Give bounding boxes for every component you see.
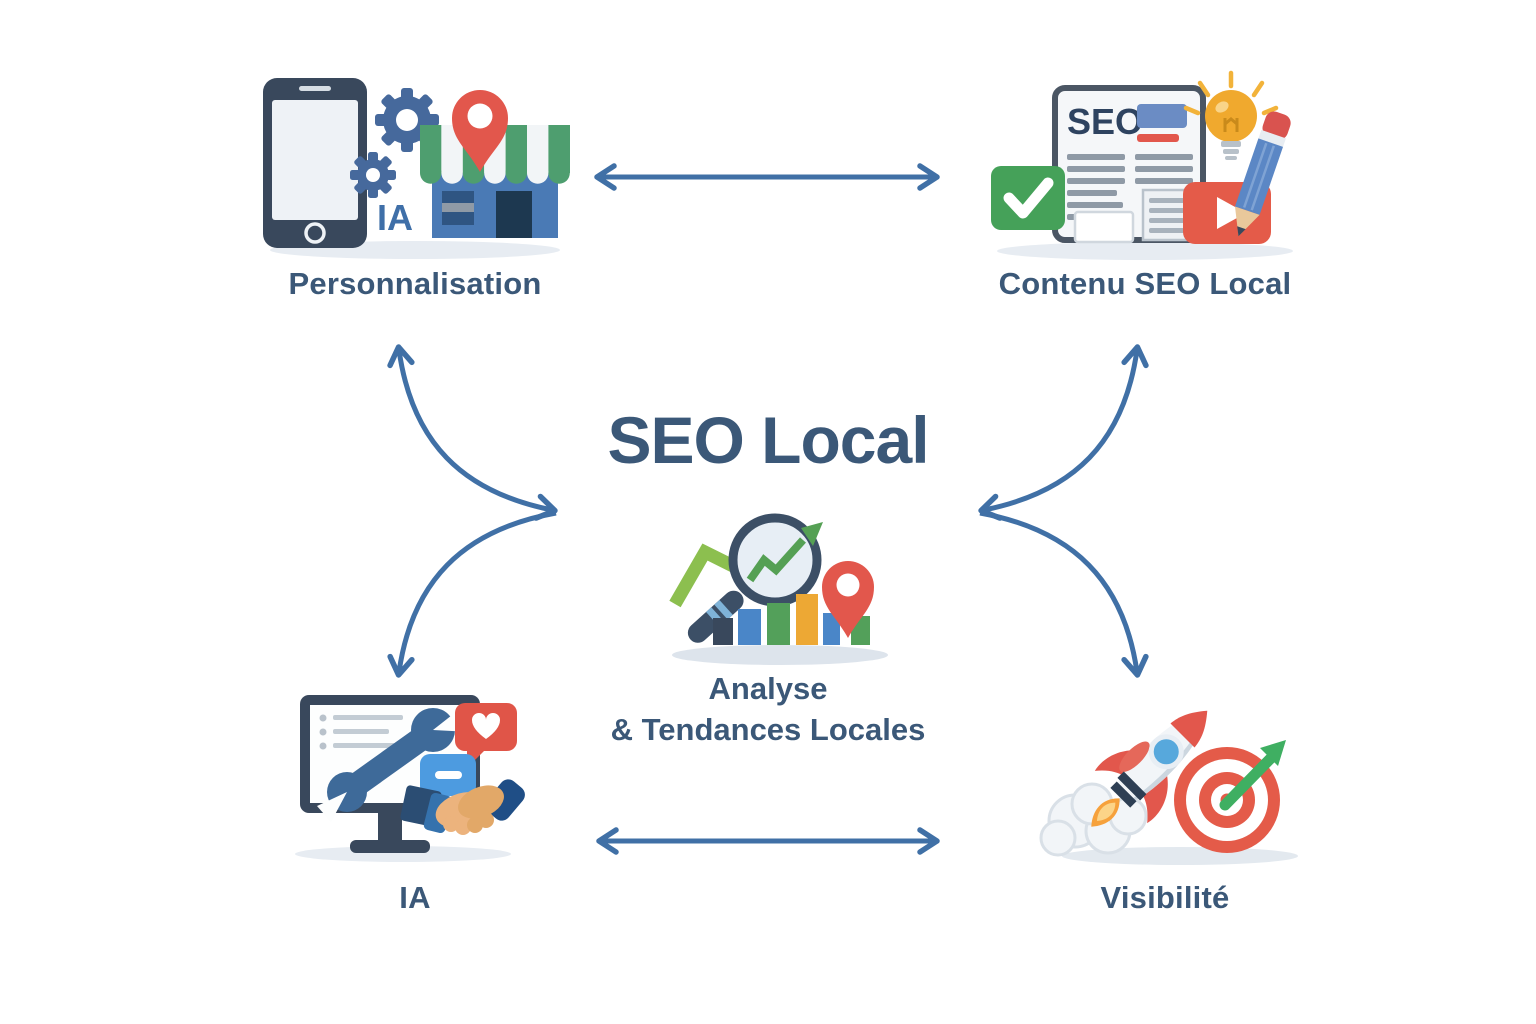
center-subtitle: Analyse & Tendances Locales [0, 668, 1536, 750]
shadow [295, 846, 511, 862]
ia-icon-cluster [295, 695, 525, 862]
node-label-visibilite: Visibilité [1100, 880, 1230, 915]
ia-inline-text: IA [377, 197, 413, 238]
personnalisation-icon-cluster: IA [263, 78, 570, 259]
magnifier-bar-chart-trend-pin-icon [669, 513, 888, 665]
smartphone-icon [263, 78, 367, 248]
node-visibilite: Visibilité [1030, 688, 1300, 918]
shadow [672, 645, 888, 665]
lightbulb-icon [1183, 70, 1279, 160]
shadow [997, 242, 1293, 260]
node-label-contenu-seo-local: Contenu SEO Local [998, 266, 1292, 301]
node-label-personnalisation: Personnalisation [288, 266, 542, 301]
growth-arrow-icon [1219, 740, 1286, 811]
visibilite-icon-cluster [1039, 710, 1298, 865]
gears-icon [350, 88, 439, 198]
magnifier-icon [687, 513, 823, 643]
location-pin-icon [822, 561, 874, 638]
smoke-cloud-icon [1039, 782, 1148, 857]
center-subtitle-line2: & Tendances Locales [610, 712, 926, 747]
arrow-left-lower-curve [387, 510, 557, 678]
location-pin-icon [452, 90, 508, 172]
node-contenu-seo-local: SEO [985, 70, 1305, 310]
seo-document-icon: SEO [1052, 85, 1206, 244]
heart-bubble-icon [455, 703, 517, 768]
trend-line-icon [669, 543, 736, 608]
node-personnalisation: IA Personnalisation [255, 70, 575, 310]
center-subtitle-line1: Analyse [708, 671, 828, 706]
node-label-ia: IA [399, 880, 431, 915]
center-title: SEO Local [607, 403, 929, 477]
rocket-icon [1091, 710, 1208, 827]
node-ia: IA [285, 688, 545, 918]
center-icon [655, 498, 905, 668]
handshake-icon [400, 779, 525, 835]
checkmark-icon [991, 166, 1065, 230]
arrow-right-lower-curve [979, 510, 1149, 678]
bar-chart-icon [713, 594, 870, 645]
contenu-icon-cluster: SEO [991, 70, 1293, 260]
storefront-icon [420, 125, 570, 238]
pencil-icon [1234, 111, 1291, 237]
seo-inline-text: SEO [1067, 101, 1143, 142]
